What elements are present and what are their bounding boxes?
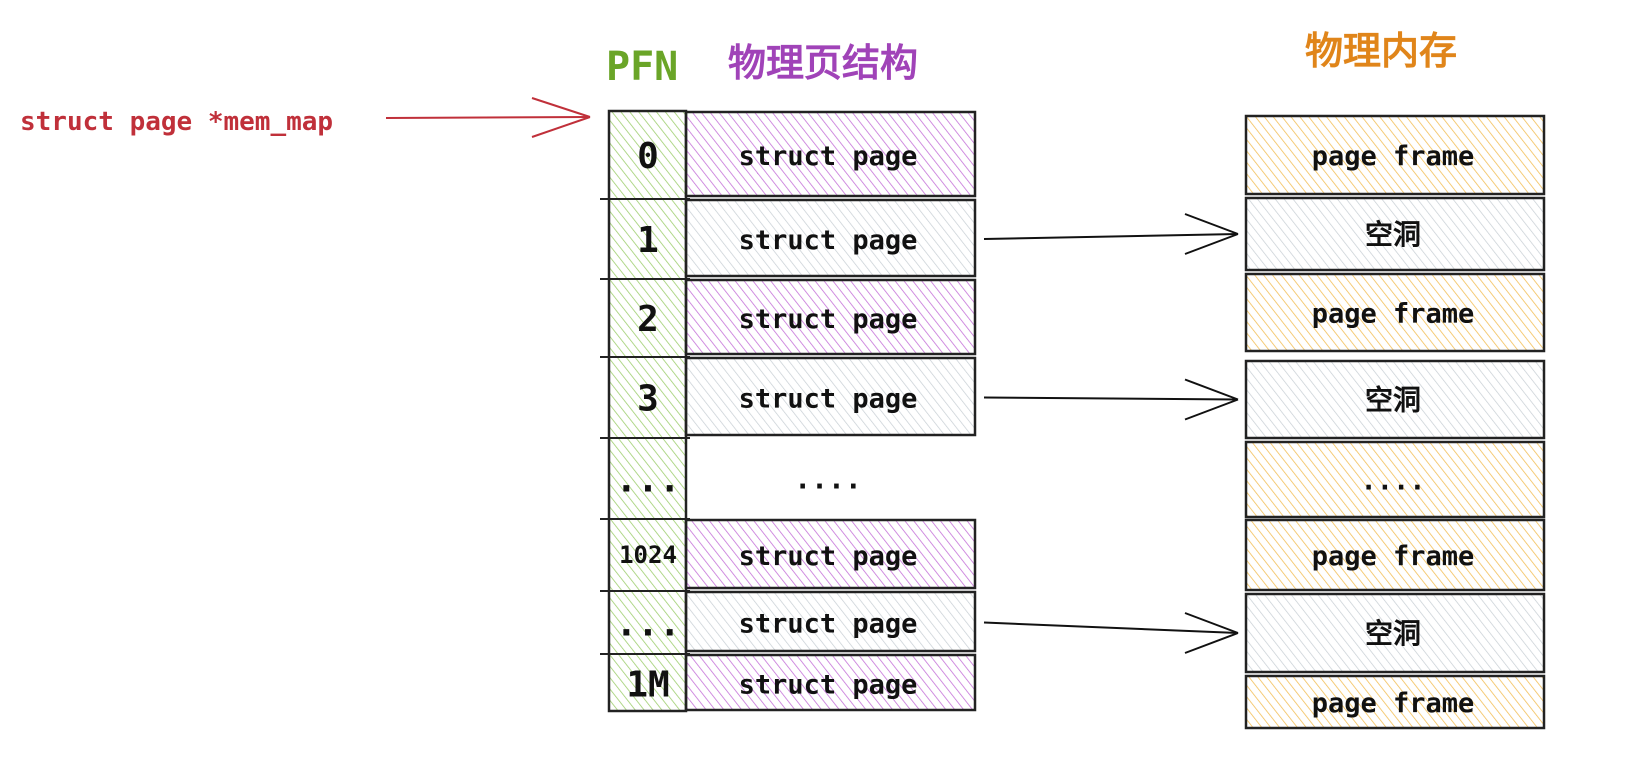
physical-frame-label: .... <box>1360 466 1425 497</box>
physical-frame: page frame <box>1244 114 1546 196</box>
pfn-cell: 2 <box>600 278 690 340</box>
pfn-cell: 1 <box>600 198 690 261</box>
page-struct-label: struct page <box>739 225 918 256</box>
page-struct-box <box>684 278 977 356</box>
pfn-cell: ... <box>600 590 690 645</box>
hole-arrows <box>983 213 1239 654</box>
physical-frame-box <box>1244 272 1546 353</box>
page-struct-cell: struct page <box>684 110 977 198</box>
mem-map-pointer-label: struct page *mem_map <box>20 107 333 137</box>
physical-frame-label: 空洞 <box>1365 617 1421 650</box>
page-struct-cell: struct page <box>684 518 977 590</box>
pfn-label: 2 <box>637 299 659 340</box>
hole-arrow <box>983 213 1239 255</box>
physical-frame: page frame <box>1244 674 1546 730</box>
physical-frames: page frame 空洞 page frame 空洞.... page frame 空洞… <box>1244 114 1546 730</box>
pfn-label: 3 <box>637 379 659 420</box>
page-struct-label: struct page <box>739 141 918 172</box>
page-struct-label: struct page <box>739 304 918 335</box>
pfn-label: 1024 <box>619 541 677 569</box>
physical-frame-box <box>1244 592 1546 674</box>
pfn-label: 0 <box>637 136 659 177</box>
pfn-cells: 0 1 2 3... 1024... 1M <box>600 136 690 706</box>
pfn-column <box>607 109 688 713</box>
physical-frame-box <box>1244 114 1546 196</box>
page-struct-label: .... <box>794 463 861 496</box>
physical-frame-box <box>1244 196 1546 272</box>
hole-arrow <box>983 612 1239 654</box>
page-struct-cell: struct page <box>684 590 977 653</box>
mem-map-pointer-arrow <box>385 97 591 138</box>
physical-frame-box <box>1244 440 1546 519</box>
physical-frame-label: page frame <box>1312 688 1475 719</box>
physical-frame-label: 空洞 <box>1365 218 1421 251</box>
page-struct-label: struct page <box>739 541 918 572</box>
physical-frame: 空洞 <box>1244 196 1546 272</box>
page-struct-label: struct page <box>739 609 918 640</box>
pfn-cell: 3 <box>600 356 690 420</box>
physical-frame-label: page frame <box>1312 541 1475 572</box>
page-struct-cell: struct page <box>684 198 977 278</box>
page-struct-label: struct page <box>739 670 918 701</box>
page-struct-box <box>684 590 977 653</box>
page-struct-header: 物理页结构 <box>728 41 918 85</box>
pfn-label: 1M <box>626 665 669 706</box>
page-struct-box <box>684 356 977 437</box>
physical-frame: page frame <box>1244 518 1546 592</box>
page-struct-cell: .... <box>794 463 861 496</box>
page-struct-cell: struct page <box>684 653 977 712</box>
physical-frame: 空洞 <box>1244 592 1546 674</box>
physical-frame-label: page frame <box>1312 299 1475 330</box>
pfn-header: PFN <box>606 44 678 90</box>
pfn-cell: 0 <box>637 136 659 177</box>
page-struct-cell: struct page <box>684 356 977 437</box>
phys-mem-header: 物理内存 <box>1305 29 1457 73</box>
physical-frame-box <box>1244 359 1546 440</box>
page-struct-cell: struct page <box>684 278 977 356</box>
physical-frame-box <box>1244 674 1546 730</box>
pfn-label: 1 <box>637 220 659 261</box>
physical-frame-label: 空洞 <box>1365 384 1421 417</box>
page-struct-box <box>684 518 977 590</box>
page-struct-box <box>684 110 977 198</box>
pfn-cell: 1024 <box>600 518 690 569</box>
page-struct-cells: struct page struct page struct page struct … <box>684 110 977 712</box>
physical-frame: .... <box>1244 440 1546 519</box>
pfn-cell: 1M <box>600 653 690 706</box>
pfn-cell: ... <box>600 437 690 501</box>
page-struct-label: struct page <box>739 384 918 415</box>
hole-arrow <box>983 378 1239 421</box>
physical-frame: page frame <box>1244 272 1546 353</box>
page-struct-box <box>684 198 977 278</box>
page-struct-box <box>684 653 977 712</box>
physical-frame: 空洞 <box>1244 359 1546 440</box>
pfn-label: ... <box>615 460 680 501</box>
physical-frame-box <box>1244 518 1546 592</box>
physical-frame-label: page frame <box>1312 141 1475 172</box>
pfn-label: ... <box>615 604 680 645</box>
